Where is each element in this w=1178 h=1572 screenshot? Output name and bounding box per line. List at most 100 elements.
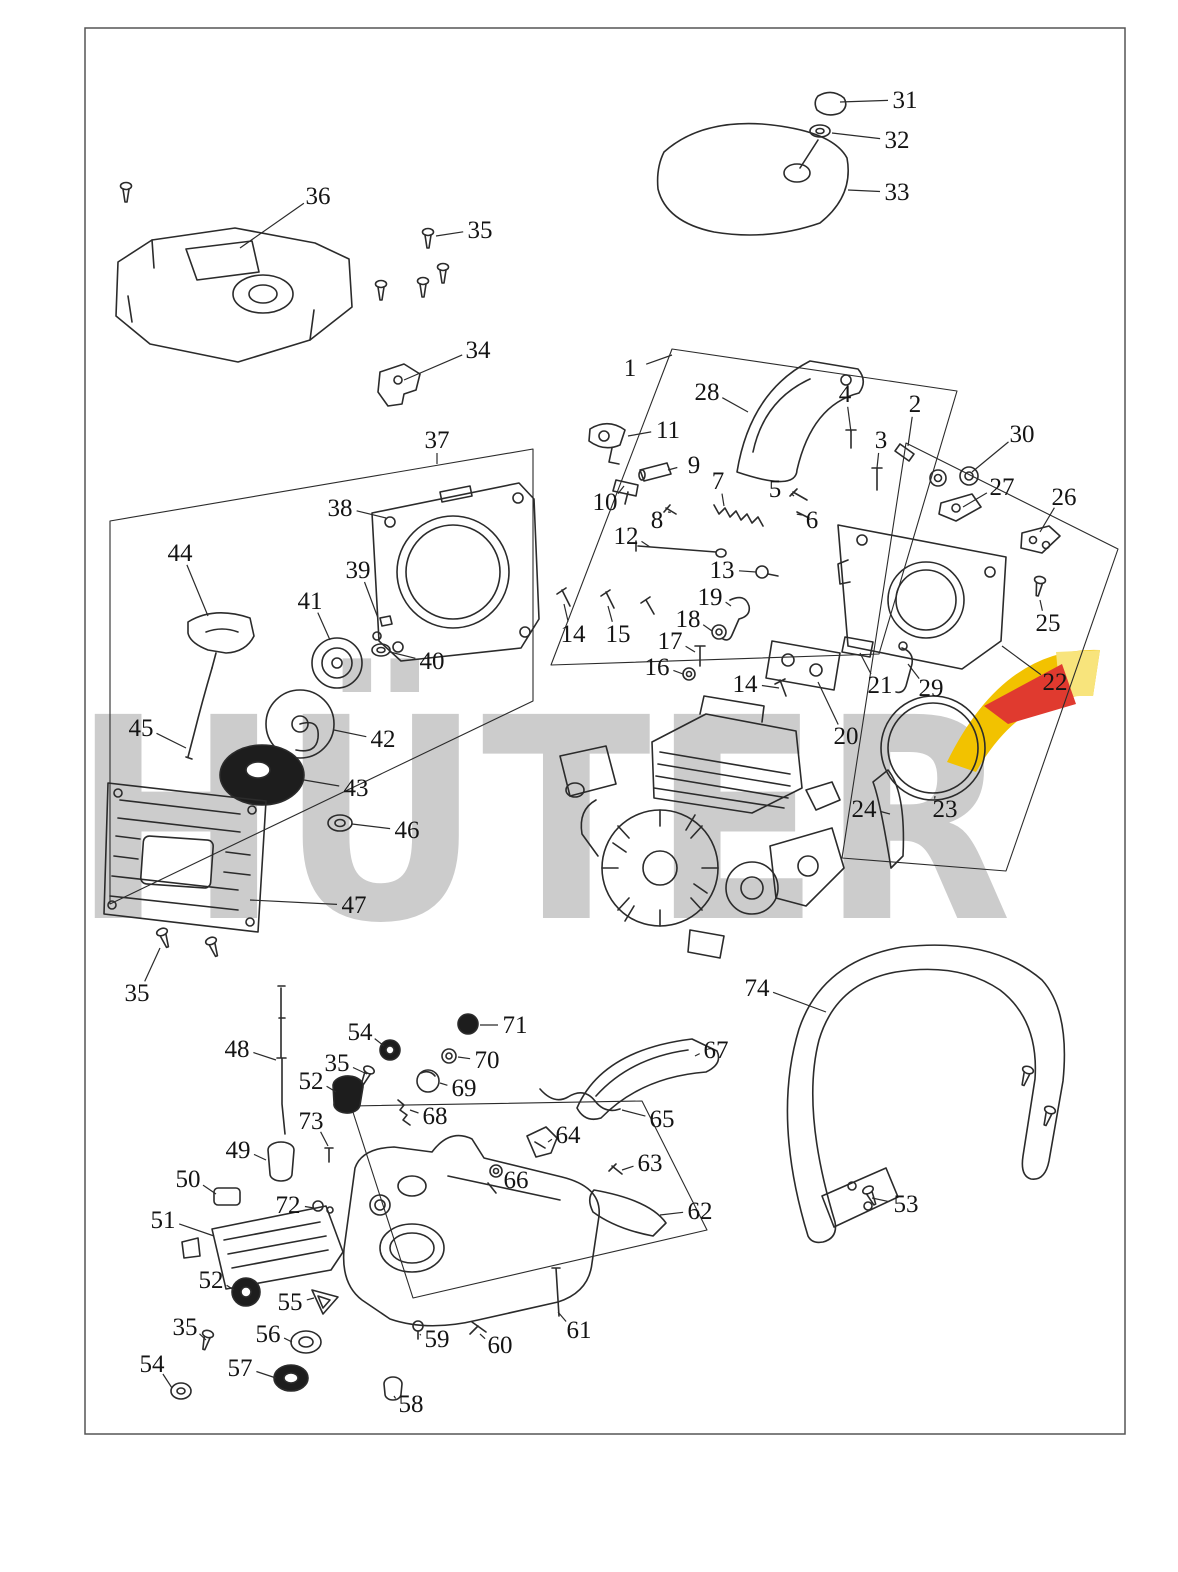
part-label-2: 2 (909, 391, 922, 418)
part-label-14: 14 (561, 621, 587, 648)
leader-line-15 (607, 605, 613, 622)
part-label-47: 47 (342, 892, 367, 919)
part-label-54: 54 (140, 1351, 166, 1378)
leader-line-31 (839, 99, 889, 103)
leader-line-58 (393, 1395, 397, 1399)
part-label-13: 13 (710, 557, 735, 584)
leader-line-43 (303, 779, 340, 787)
leader-line-29 (907, 663, 920, 679)
part-label-9: 9 (688, 452, 701, 479)
leader-line-1 (645, 354, 673, 365)
air-filter-cover-sketch (656, 91, 849, 236)
leader-line-2 (907, 416, 913, 447)
leader-line-27 (962, 492, 988, 508)
leader-line-64 (547, 1138, 553, 1143)
part-label-22: 22 (1043, 669, 1068, 696)
part-label-72: 72 (276, 1192, 301, 1219)
leader-line-7 (721, 493, 725, 507)
part-label-20: 20 (834, 723, 859, 750)
assembly-panel-clutch-group (841, 442, 1119, 872)
part-label-55: 55 (278, 1289, 303, 1316)
leader-line-52 (326, 1085, 337, 1093)
part-label-36: 36 (306, 183, 331, 210)
part-label-43: 43 (344, 775, 369, 802)
assembly-panel-tank-group (350, 1100, 708, 1299)
leader-line-16 (673, 669, 684, 675)
leader-line-41 (317, 612, 331, 641)
leader-line-70 (457, 1056, 471, 1060)
part-label-40: 40 (420, 648, 445, 675)
part-label-60: 60 (488, 1332, 513, 1359)
part-label-28: 28 (695, 379, 720, 406)
part-label-35: 35 (468, 217, 493, 244)
part-label-45: 45 (129, 715, 154, 742)
leader-line-67 (694, 1053, 700, 1057)
leader-line-48 (253, 1051, 277, 1061)
part-label-38: 38 (328, 495, 353, 522)
leader-line-36 (239, 202, 305, 249)
leader-line-50 (202, 1184, 217, 1195)
leader-line-63 (621, 1165, 634, 1171)
leader-line-32 (831, 132, 881, 140)
part-label-21: 21 (868, 672, 893, 699)
handlebar-sketch (786, 944, 1066, 1244)
leader-line-35 (199, 1333, 207, 1341)
leader-line-53 (871, 1197, 890, 1203)
leader-line-72 (304, 1205, 315, 1209)
tank-assembly-sketch (170, 985, 720, 1401)
leader-line-18 (702, 624, 713, 632)
leader-line-12 (641, 540, 651, 548)
part-label-29: 29 (919, 675, 944, 702)
leader-line-51 (179, 1223, 215, 1237)
leader-line-20 (817, 681, 839, 725)
leader-line-73 (320, 1131, 329, 1147)
part-label-59: 59 (425, 1326, 450, 1353)
part-label-64: 64 (556, 1122, 582, 1149)
recoil-starter-sketch (103, 482, 540, 933)
part-label-3: 3 (875, 427, 888, 454)
parts-sketch (103, 91, 1119, 1401)
leader-line-38 (356, 510, 387, 519)
part-label-8: 8 (651, 507, 664, 534)
leader-line-28 (722, 397, 749, 413)
part-label-6: 6 (806, 507, 819, 534)
leader-line-30 (971, 441, 1009, 473)
part-label-35: 35 (125, 980, 150, 1007)
part-label-71: 71 (503, 1012, 528, 1039)
part-label-53: 53 (894, 1191, 919, 1218)
part-label-25: 25 (1036, 610, 1061, 637)
leader-line-19 (725, 601, 732, 607)
assembly-panel-starter-group (109, 448, 534, 905)
leader-line-14 (761, 684, 780, 689)
part-label-39: 39 (346, 557, 371, 584)
part-label-10: 10 (593, 489, 618, 516)
leader-line-9 (667, 466, 678, 471)
leader-line-68 (409, 1109, 419, 1114)
leader-line-65 (621, 1109, 646, 1117)
part-label-74: 74 (745, 975, 771, 1002)
part-label-37: 37 (425, 427, 450, 454)
part-label-30: 30 (1010, 421, 1035, 448)
part-label-26: 26 (1052, 484, 1077, 511)
leader-line-5 (790, 493, 795, 497)
part-label-31: 31 (893, 87, 918, 114)
part-label-54: 54 (348, 1019, 374, 1046)
leader-line-52 (226, 1284, 235, 1291)
clutch-cover-sketch (837, 466, 1061, 869)
leader-line-54 (162, 1373, 173, 1389)
leader-line-11 (627, 431, 652, 437)
leader-line-56 (283, 1337, 293, 1343)
leader-line-60 (479, 1333, 486, 1340)
part-label-33: 33 (885, 179, 910, 206)
part-label-35: 35 (173, 1314, 198, 1341)
leader-line-35 (435, 231, 464, 237)
leader-line-59 (419, 1333, 422, 1336)
leader-line-35 (352, 1066, 368, 1075)
leader-line-42 (333, 729, 367, 738)
part-label-70: 70 (475, 1047, 500, 1074)
leader-line-26 (1039, 507, 1055, 533)
logo-red-accent (984, 664, 1076, 724)
part-label-63: 63 (638, 1150, 663, 1177)
